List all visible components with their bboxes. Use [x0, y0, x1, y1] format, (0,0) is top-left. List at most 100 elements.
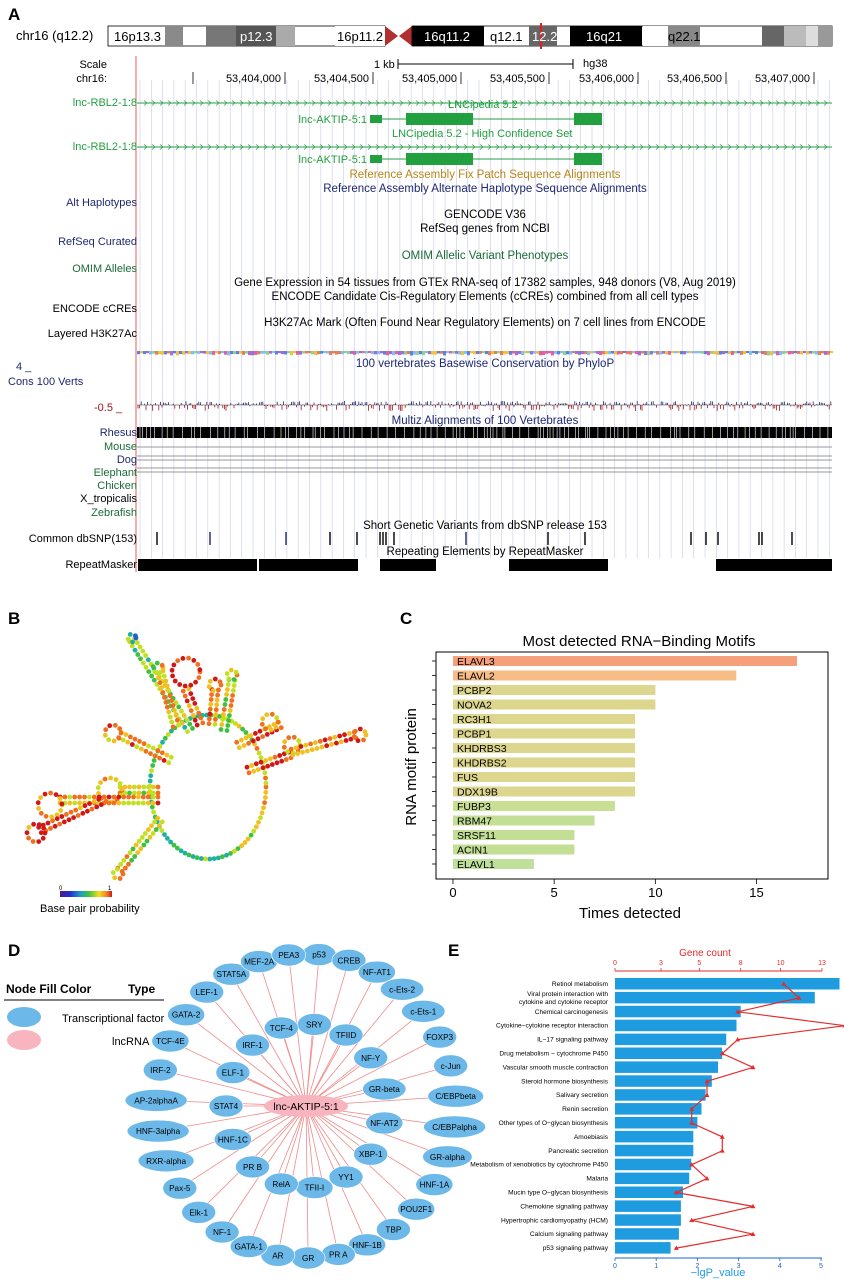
pathway-bar[interactable] — [615, 1242, 671, 1254]
pathway-bar[interactable] — [615, 1228, 679, 1240]
motif-bar[interactable] — [453, 772, 636, 782]
tf-node[interactable] — [423, 1115, 486, 1139]
tf-node[interactable] — [357, 960, 396, 984]
pathway-bar[interactable] — [615, 1103, 702, 1115]
tf-node[interactable] — [260, 1244, 296, 1267]
tf-node[interactable] — [181, 1201, 216, 1224]
chromosome-ideogram[interactable] — [107, 23, 833, 49]
pathway-bar[interactable] — [615, 991, 815, 1004]
motif-bar[interactable] — [453, 757, 636, 768]
tf-node[interactable] — [271, 943, 307, 967]
pathway-bar[interactable] — [615, 1019, 737, 1032]
pathway-bar[interactable] — [615, 1075, 712, 1087]
motif-bar[interactable] — [453, 685, 656, 695]
tf-node[interactable] — [126, 1119, 190, 1143]
tf-node[interactable] — [189, 980, 224, 1004]
tf-node[interactable] — [215, 1061, 251, 1084]
gene-label-aktip[interactable]: lnc-AKTIP-5:1 — [299, 154, 367, 166]
motif-bar[interactable] — [453, 670, 737, 681]
motif-bar[interactable] — [453, 786, 636, 797]
lncrna-node[interactable] — [264, 1095, 348, 1117]
tf-node[interactable] — [213, 1128, 252, 1151]
tf-node[interactable] — [401, 999, 446, 1023]
tf-node[interactable] — [167, 1003, 206, 1027]
track-label-dbsnp[interactable]: Common dbSNP(153) — [29, 533, 137, 545]
motif-bar[interactable] — [453, 801, 615, 811]
tf-node[interactable] — [235, 1155, 270, 1179]
h3k27ac-bar — [812, 351, 815, 354]
pathway-bar[interactable] — [615, 1172, 690, 1185]
tf-node[interactable] — [212, 962, 251, 986]
pathway-bar[interactable] — [615, 1047, 723, 1060]
tf-node[interactable] — [422, 1145, 473, 1169]
pathway-bar[interactable] — [615, 1144, 694, 1157]
tf-node[interactable] — [365, 1111, 404, 1135]
tf-node[interactable] — [433, 1054, 469, 1078]
tf-node[interactable] — [263, 1172, 299, 1196]
gene-label-rbl2[interactable]: lnc-RBL2-1:8 — [73, 97, 137, 109]
track-label-repeat[interactable]: RepeatMasker — [65, 559, 137, 571]
tf-node[interactable] — [328, 1023, 364, 1047]
tf-node[interactable] — [328, 1165, 364, 1189]
gene-label-rbl2[interactable]: lnc-RBL2-1:8 — [73, 141, 137, 153]
motif-bar[interactable] — [453, 830, 575, 840]
tf-node[interactable] — [415, 1173, 454, 1196]
motif-bar[interactable] — [453, 815, 595, 826]
gene-model-aktip[interactable] — [370, 113, 602, 125]
tf-node[interactable] — [162, 1176, 198, 1200]
pathway-bar[interactable] — [615, 1117, 698, 1129]
track-label-refseq[interactable]: RefSeq Curated — [58, 236, 137, 248]
nucleotide — [72, 800, 78, 806]
tf-node[interactable] — [229, 1235, 268, 1258]
pathway-bar[interactable] — [615, 1200, 681, 1212]
pathway-bar[interactable] — [615, 1033, 727, 1046]
tf-node[interactable] — [380, 977, 425, 1001]
tf-node[interactable] — [137, 1149, 195, 1173]
tf-node[interactable] — [348, 1233, 387, 1257]
nucleotide — [263, 789, 269, 795]
gene-label-aktip[interactable]: lnc-AKTIP-5:1 — [299, 114, 367, 126]
ideogram-label: chr16 (q12.2) — [16, 28, 93, 43]
tf-node[interactable] — [204, 1220, 240, 1244]
tf-node[interactable] — [263, 1016, 299, 1040]
tf-node[interactable] — [124, 1089, 188, 1112]
tf-node[interactable] — [397, 1197, 436, 1221]
nucleotide — [254, 746, 260, 751]
pathway-bar[interactable] — [615, 978, 840, 990]
pathway-bar[interactable] — [615, 1214, 681, 1226]
pathway-bar[interactable] — [615, 1089, 706, 1101]
tf-node[interactable] — [235, 1033, 270, 1057]
pathway-bar[interactable] — [615, 1061, 718, 1073]
motif-bar[interactable] — [453, 743, 636, 753]
tf-node[interactable] — [151, 1029, 190, 1053]
tf-node[interactable] — [331, 948, 367, 972]
nucleotide — [228, 667, 234, 673]
chart-c-frame — [435, 651, 829, 880]
gene-model-aktip[interactable] — [370, 153, 602, 165]
motif-bar[interactable] — [453, 844, 575, 855]
tf-node[interactable] — [143, 1058, 178, 1082]
pathway-bar[interactable] — [615, 1186, 683, 1199]
track-label-omim[interactable]: OMIM Alleles — [72, 263, 137, 275]
track-label-encode[interactable]: ENCODE cCREs — [53, 303, 138, 315]
motif-bar[interactable] — [453, 859, 534, 869]
pathway-bar[interactable] — [615, 1005, 741, 1018]
tf-node[interactable] — [422, 1025, 458, 1049]
pathway-bar[interactable] — [615, 1130, 694, 1143]
tf-node[interactable] — [353, 1046, 389, 1070]
gene-count-marker — [704, 1176, 710, 1181]
tf-node[interactable] — [353, 1142, 389, 1166]
tf-node[interactable] — [362, 1077, 407, 1101]
tf-node-label: GR-alpha — [430, 1153, 465, 1162]
tf-node[interactable] — [376, 1218, 411, 1241]
motif-bar[interactable] — [453, 728, 636, 739]
track-label-cons[interactable]: Cons 100 Verts — [8, 376, 84, 388]
pathway-bar[interactable] — [615, 1158, 692, 1171]
tf-node[interactable] — [208, 1094, 244, 1118]
motif-bar[interactable] — [453, 699, 656, 710]
motif-bar[interactable] — [453, 714, 636, 724]
motif-bar[interactable] — [453, 656, 797, 666]
tf-node[interactable] — [427, 1084, 484, 1108]
track-label-h3k27[interactable]: Layered H3K27Ac — [48, 328, 138, 340]
track-label-alt-hap[interactable]: Alt Haplotypes — [66, 197, 137, 209]
